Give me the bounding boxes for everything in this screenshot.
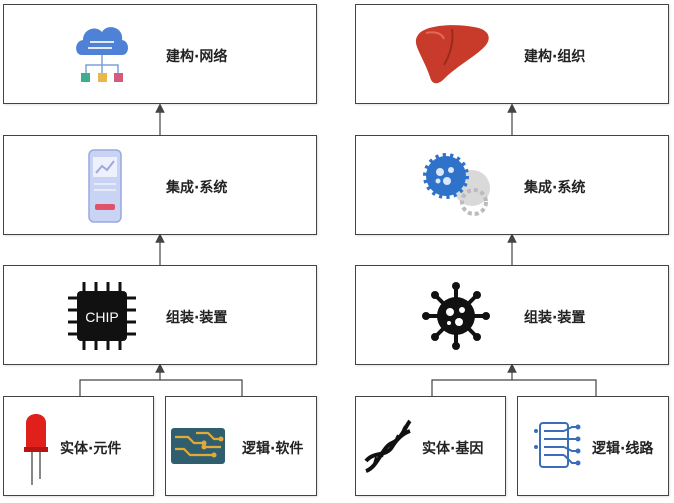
circuit-lines-icon <box>534 422 581 468</box>
bracket-left-parts <box>79 379 243 396</box>
left-device-label: 组装·装置 <box>166 310 228 326</box>
dna-icon <box>364 419 412 473</box>
led-icon <box>24 414 48 485</box>
chip-icon: CHIP <box>68 282 136 350</box>
left-component-label: 实体·元件 <box>60 441 122 457</box>
right-circuit-label: 逻辑·线路 <box>592 441 654 457</box>
left-software-label: 逻辑·软件 <box>242 441 304 457</box>
left-network-label: 建构·网络 <box>166 49 228 65</box>
virus-icon <box>422 282 490 350</box>
smartphone-icon <box>88 149 122 223</box>
cloud-network-icon <box>76 27 128 82</box>
liver-icon <box>415 25 489 84</box>
right-system-label: 集成·系统 <box>524 180 586 196</box>
cells-icon <box>423 153 490 216</box>
right-device-box: 组装·装置 <box>355 265 669 365</box>
left-component-box: 实体·元件 <box>3 396 154 496</box>
left-device-box: CHIP 组装·装置 <box>3 265 317 365</box>
right-tissue-label: 建构·组织 <box>524 49 586 65</box>
bracket-right-parts <box>431 379 597 396</box>
right-circuit-box: 逻辑·线路 <box>517 396 669 496</box>
left-software-box: 逻辑·软件 <box>165 396 317 496</box>
right-system-box: 集成·系统 <box>355 135 669 235</box>
circuit-board-icon <box>171 428 225 464</box>
left-system-label: 集成·系统 <box>166 180 228 196</box>
right-gene-box: 实体·基因 <box>355 396 506 496</box>
right-device-label: 组装·装置 <box>524 310 586 326</box>
left-network-box: 建构·网络 <box>3 4 317 104</box>
right-gene-label: 实体·基因 <box>422 441 484 457</box>
right-tissue-box: 建构·组织 <box>355 4 669 104</box>
chip-text: CHIP <box>85 309 118 325</box>
left-system-box: 集成·系统 <box>3 135 317 235</box>
